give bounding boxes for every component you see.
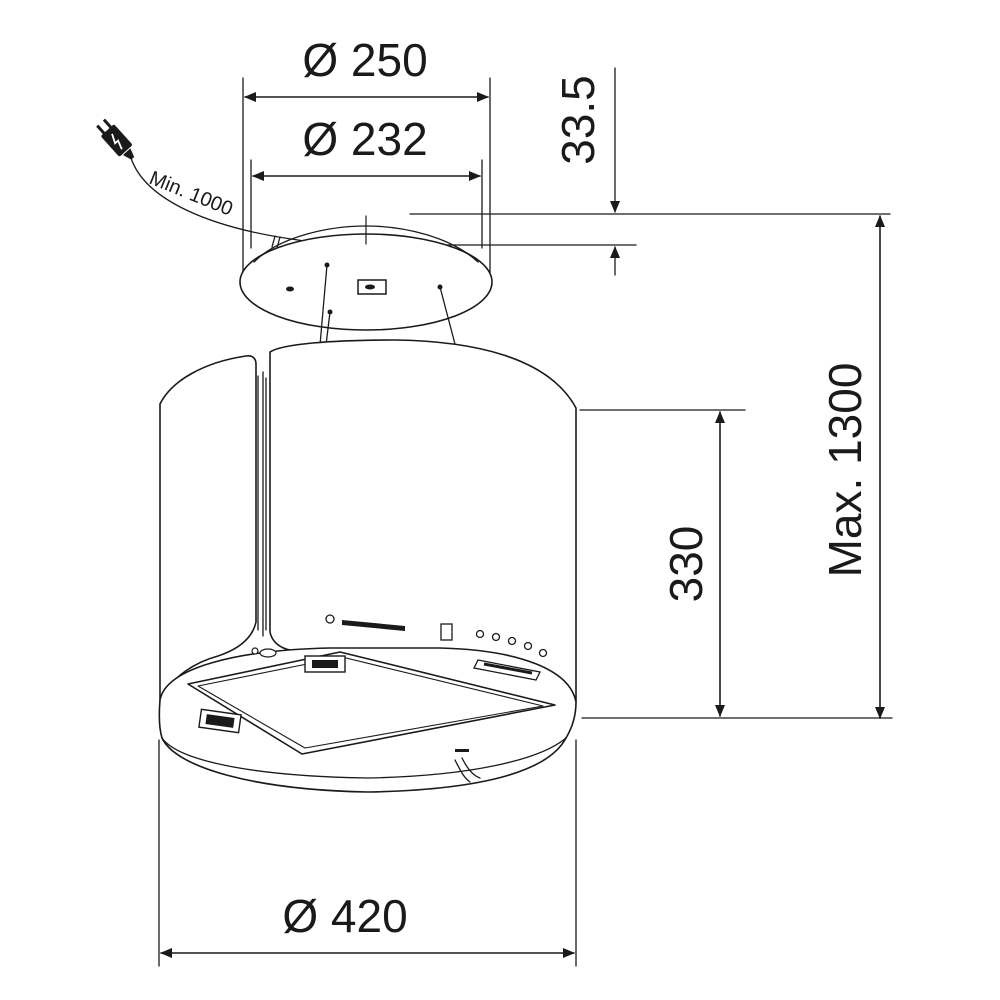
body-diameter-dimension: Ø 420 (158, 739, 577, 967)
canopy-height-dimension: 33.5 (409, 67, 891, 276)
body-diameter-label: Ø 420 (282, 890, 407, 942)
power-switch (440, 623, 453, 641)
max-height-dimension: Max. 1300 (819, 215, 885, 719)
canopy-height-label: 33.5 (552, 75, 604, 165)
led-strip (342, 620, 405, 631)
outer-diameter-label: Ø 250 (302, 34, 427, 86)
body-height-label: 330 (660, 526, 712, 603)
indicator-light (325, 614, 335, 624)
ceiling-canopy (239, 215, 493, 331)
control-button-4 (523, 641, 533, 651)
mounting-hole (286, 286, 294, 292)
inner-diameter-label: Ø 232 (302, 113, 427, 165)
hood-left-panel (159, 355, 264, 701)
control-button-2 (491, 632, 501, 642)
suspension-cables (319, 264, 457, 349)
control-panel (325, 614, 548, 658)
power-plug-icon (96, 118, 135, 160)
control-button-5 (538, 648, 548, 658)
canopy-extension-lines (242, 77, 491, 276)
outer-diameter-dimension: Ø 250 (244, 34, 489, 102)
max-height-label: Max. 1300 (819, 363, 871, 578)
inner-diameter-dimension: Ø 232 (252, 113, 481, 181)
control-button-3 (507, 636, 517, 646)
control-button-1 (475, 629, 485, 639)
body-height-dimension: 330 (579, 409, 893, 719)
grease-filter (187, 651, 556, 755)
